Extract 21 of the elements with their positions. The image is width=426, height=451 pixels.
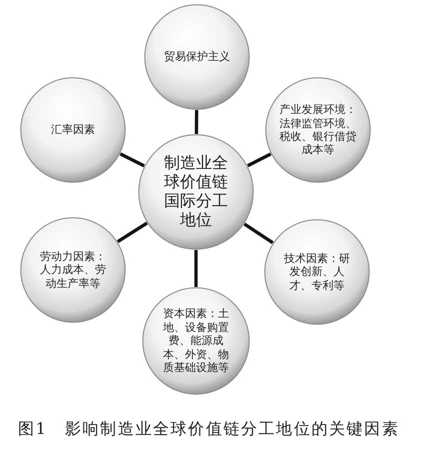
factor-label: 贸易保护主义 [163,50,231,64]
factor-circle [144,4,250,110]
factor-circle [20,77,126,183]
factor-label: 汇率因素 [50,123,96,137]
factor-label: 劳动力因素：人力成本、劳动生产率等 [39,250,107,290]
hub-label: 制造业全球价值链国际分工地位 [163,154,229,230]
factor-label: 产业发展环境：法律监管环境、税收、银行借贷成本等 [278,103,358,157]
factor-circle [20,217,126,323]
connector-line [120,152,145,168]
factor-circle [264,219,370,325]
factor-label: 技术因素：研发创新、人才、专利等 [283,252,351,292]
connector-line [243,222,274,244]
connector-line [194,110,198,134]
factor-circle [142,287,250,395]
connector-line [246,152,272,168]
hub-circle [138,134,254,250]
connector-line [116,222,148,244]
factor-circle [265,77,371,183]
connector-line [194,250,198,287]
factor-label: 资本因素：土地、设备购置费、能源成本、外资、物质基础设施等 [162,307,230,375]
figure-caption: 图1 影响制造业全球价值链分工地位的关键因素 [18,419,400,440]
